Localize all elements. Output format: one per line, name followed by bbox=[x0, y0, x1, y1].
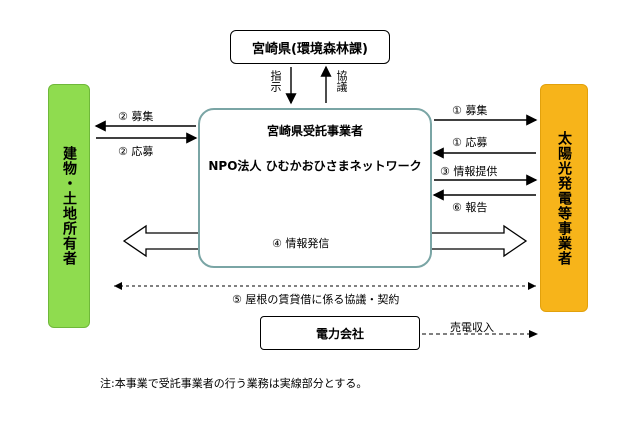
report-label: ⑥ 報告 bbox=[452, 201, 488, 214]
owners-box: 建物・土地所有者 bbox=[48, 84, 90, 328]
contractor-name: NPO法人 ひむかおひさまネットワーク bbox=[208, 159, 422, 173]
left-recruit-label: ② 募集 bbox=[118, 110, 154, 123]
info-broadcast-label: ④ 情報発信 bbox=[272, 237, 330, 250]
info-provide-label: ③ 情報提供 bbox=[440, 165, 498, 178]
consultation-label: 協議 bbox=[335, 70, 348, 92]
contractor-title: 宮崎県受託事業者 bbox=[266, 124, 363, 138]
contractor-box: 宮崎県受託事業者 NPO法人 ひむかおひさまネットワーク bbox=[198, 108, 432, 268]
left-apply-label: ② 応募 bbox=[118, 145, 154, 158]
power-company-box: 電力会社 bbox=[260, 316, 420, 350]
instruction-label: 指示 bbox=[269, 70, 282, 92]
lease-label: ⑤ 屋根の賃貸借に係る協議・契約 bbox=[232, 293, 400, 306]
power-company-label: 電力会社 bbox=[315, 326, 364, 341]
prefecture-label: 宮崎県(環境森林課) bbox=[252, 41, 368, 57]
power-sale-label: 売電収入 bbox=[450, 321, 494, 334]
solar-operators-label: 太陽光発電等事業者 bbox=[556, 130, 572, 266]
solar-operators-box: 太陽光発電等事業者 bbox=[540, 84, 588, 312]
right-apply-label: ① 応募 bbox=[452, 136, 488, 149]
owners-label: 建物・土地所有者 bbox=[61, 146, 77, 266]
footnote: 注:本事業で受託事業者の行う業務は実線部分とする。 bbox=[100, 377, 368, 390]
prefecture-box: 宮崎県(環境森林課) bbox=[230, 30, 390, 64]
right-recruit-label: ① 募集 bbox=[452, 104, 488, 117]
